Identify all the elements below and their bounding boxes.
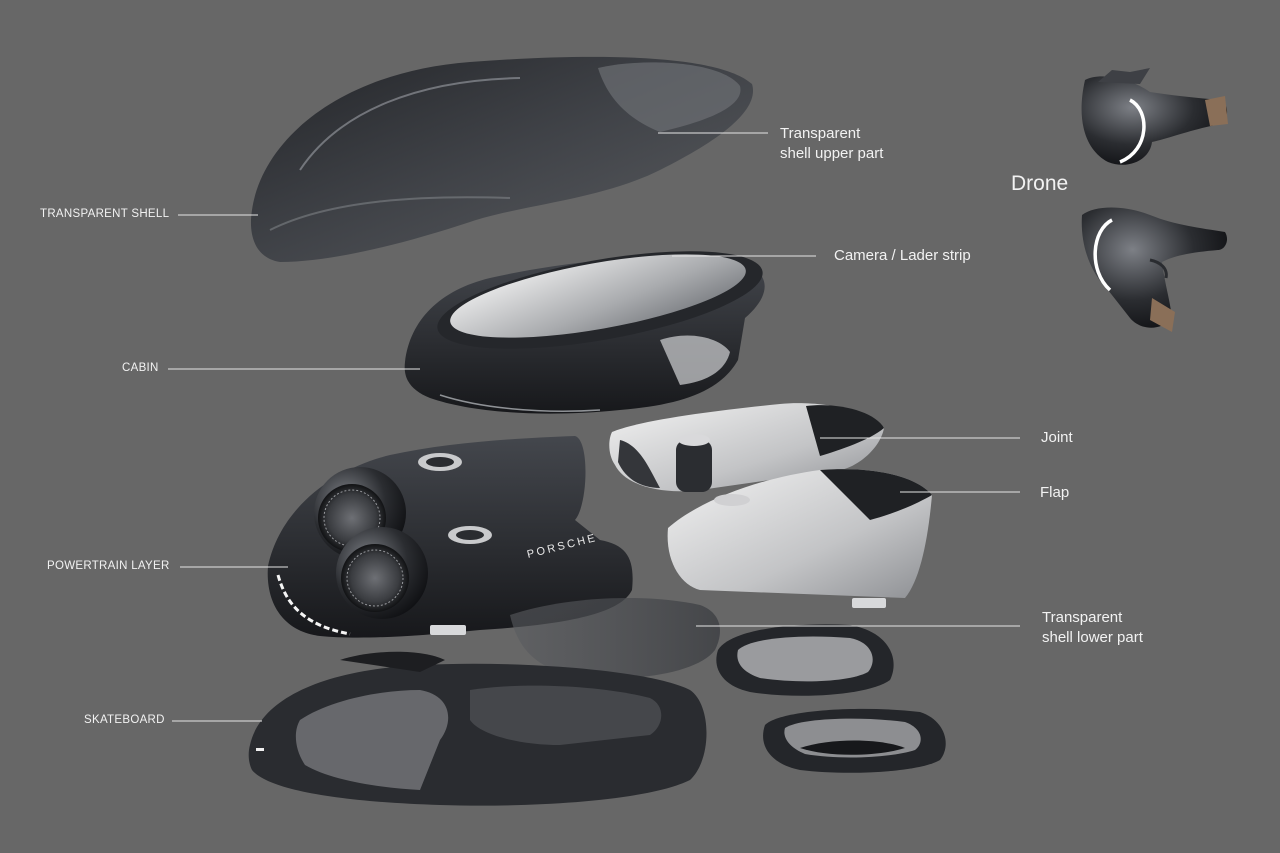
silver-side-module: [609, 403, 932, 608]
label-joint: Joint: [1041, 429, 1073, 446]
label-flap: Flap: [1040, 484, 1070, 501]
powertrain-layer-part: PORSCHE: [267, 436, 633, 638]
transparent-shell-part: [250, 56, 754, 262]
label-drone: Drone: [1011, 172, 1069, 195]
skateboard-part: [248, 651, 707, 806]
ring-part-upper: [716, 624, 894, 696]
ring-part-lower: [763, 708, 946, 773]
cabin-part: [404, 251, 765, 414]
label-shell-lower-line2: shell lower part: [1042, 629, 1143, 646]
label-shell-upper: Transparent shell upper part: [780, 124, 883, 164]
label-skateboard: SKATEBOARD: [84, 714, 165, 726]
transparent-shell-lower-part: [510, 597, 720, 679]
label-transparent-shell: TRANSPARENT SHELL: [40, 208, 170, 220]
drone-top: [1081, 68, 1228, 165]
label-shell-lower-line1: Transparent: [1042, 609, 1123, 626]
label-camera-strip: Camera / Lader strip: [834, 247, 971, 264]
label-powertrain-layer: POWERTRAIN LAYER: [47, 560, 170, 572]
drone-bottom: [1081, 207, 1228, 332]
leader-lines: [168, 132, 1020, 722]
label-shell-upper-line2: shell upper part: [780, 145, 884, 162]
label-shell-upper-line1: Transparent: [780, 125, 861, 142]
label-cabin: CABIN: [122, 362, 159, 374]
label-shell-lower: Transparent shell lower part: [1042, 608, 1143, 648]
